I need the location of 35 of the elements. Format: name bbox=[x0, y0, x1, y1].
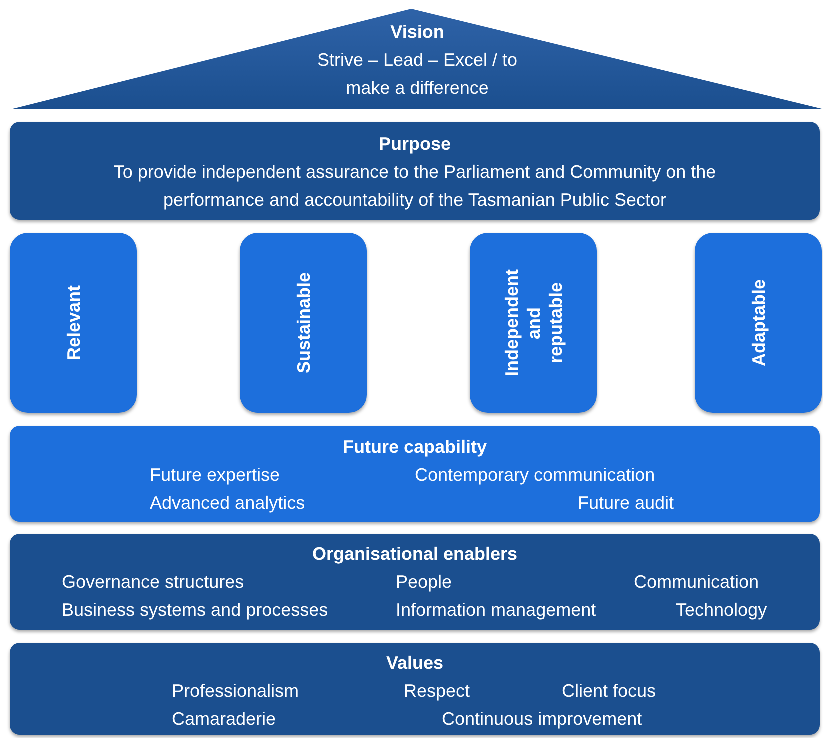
text-label: Future audit bbox=[578, 492, 674, 515]
text-label: Client focus bbox=[562, 680, 656, 703]
heading: Future capability bbox=[342, 436, 488, 459]
text-label: Strive – Lead – Excel / to make a difference bbox=[316, 49, 519, 100]
pillar-label: Relevant bbox=[62, 285, 84, 361]
text-label: Advanced analytics bbox=[150, 492, 306, 515]
text-label: Professionalism bbox=[172, 680, 300, 703]
band-box bbox=[10, 534, 820, 630]
band-box bbox=[10, 643, 820, 735]
text-label: Contemporary communication bbox=[415, 464, 656, 487]
heading: Vision bbox=[390, 21, 446, 44]
band-box bbox=[10, 122, 820, 220]
text-label: Respect bbox=[404, 680, 470, 703]
text-label: Governance structures bbox=[62, 571, 244, 594]
text-label: Continuous improvement bbox=[442, 708, 642, 731]
text-label: Future expertise bbox=[150, 464, 280, 487]
text-label: To provide independent assurance to the Parliament and Community on the performance and accountability of the Tasmanian Public Sector bbox=[112, 161, 718, 212]
text-label: Communication bbox=[634, 571, 760, 594]
pillar-box bbox=[240, 233, 367, 413]
heading: Organisational enablers bbox=[311, 543, 519, 566]
band-box bbox=[10, 426, 820, 522]
text-label: People bbox=[396, 571, 452, 594]
pillar-label: Sustainable bbox=[292, 272, 314, 374]
pillar-box bbox=[470, 233, 597, 413]
text-label: Information management bbox=[396, 599, 596, 622]
text-label: Technology bbox=[676, 599, 768, 622]
pillar-label: Independent and reputable bbox=[500, 270, 566, 376]
heading: Purpose bbox=[378, 133, 452, 156]
text-label: Camaraderie bbox=[172, 708, 276, 731]
text-label: Business systems and processes bbox=[62, 599, 328, 622]
roof-triangle bbox=[12, 8, 823, 110]
pillar-box bbox=[695, 233, 822, 413]
heading: Values bbox=[385, 652, 445, 675]
pillar-label: Adaptable bbox=[748, 280, 770, 366]
pillar-box bbox=[10, 233, 137, 413]
